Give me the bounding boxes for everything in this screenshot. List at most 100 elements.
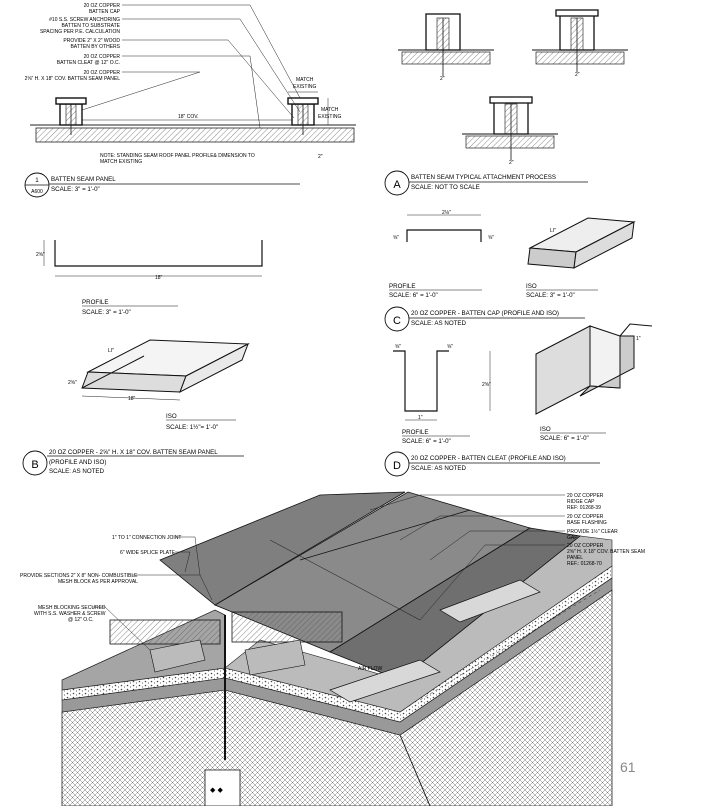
- ridge-seam-line: [299, 509, 471, 561]
- profile-height-label: 2⅝": [36, 252, 45, 258]
- detail-d-bubble: [384, 451, 410, 477]
- callout-line-5: SPACING PER P.E. CALCULATION: [40, 29, 120, 35]
- detail-1-batten-seam-panel: 18" COV. MATCH EXISTING MATCH EXISTING 2…: [24, 3, 356, 198]
- detail-c-profile-label: PROFILE: [389, 283, 415, 290]
- detail-1-callouts: 20 OZ COPPER BATTEN CAP #10 S.S. SCREW A…: [25, 3, 121, 82]
- support-bolt-icon: ◆ ◆: [210, 785, 224, 794]
- callout-line-2: BATTEN CAP: [89, 9, 121, 15]
- detail-c-iso-scale: SCALE: 3" = 1'-0": [526, 292, 575, 299]
- detail-b-profile-label: PROFILE: [82, 299, 108, 306]
- cleat-profile-shape: [393, 350, 449, 412]
- iso-callout-right-8: 20 OZ COPPER: [567, 543, 604, 549]
- mesh-block-right: [244, 639, 306, 676]
- panel-seam-line: [269, 539, 421, 621]
- iso-callout-right-7: GAP: [567, 535, 578, 541]
- attachment-step-3: [462, 96, 558, 160]
- ridge-cap-side: [329, 527, 581, 681]
- callout-line-8: 20 OZ COPPER: [84, 54, 121, 60]
- detail-1-sheet-ref: A600: [31, 189, 43, 195]
- profile-width-label: 18": [155, 275, 163, 281]
- detail-d-letter: D: [393, 460, 401, 472]
- iso-callout-left-5: MESH BLOCKING SECURED: [38, 605, 106, 611]
- iso-callout-right-3: REF: 01268-39: [567, 505, 601, 511]
- batten-block-1: [439, 579, 541, 623]
- detail-a-bubble: [384, 170, 410, 196]
- detail-c-bubble: [384, 306, 410, 332]
- match-existing-2b: EXISTING: [318, 114, 341, 120]
- panel-profile-shape: [54, 240, 263, 267]
- detail-c-profile-scale: SCALE: 6" = 1'-0": [389, 292, 438, 299]
- iso-callout-left-4: MESH BLOCK AS PER APPROVAL: [58, 579, 138, 585]
- detail-c-letter: C: [393, 315, 401, 327]
- attachment-step-2: [532, 9, 628, 72]
- detail-b-letter: B: [31, 459, 38, 471]
- cleat-iso-shape: [535, 323, 653, 415]
- detail-1-leaders: [81, 4, 301, 129]
- left-batten: [55, 97, 87, 135]
- cov-dim: 18" COV.: [178, 114, 199, 120]
- cap-profile-shape: [406, 229, 482, 242]
- iso-callout-right-6: PROVIDE 1½" CLEAR: [567, 528, 618, 535]
- detail-b-iso-scale: SCALE: 1½"= 1'-0": [166, 424, 218, 431]
- callout-line-3: #10 S.S. SCREW ANCHORING: [49, 17, 120, 23]
- detail-c-scale: SCALE: AS NOTED: [411, 320, 467, 327]
- cap-leg-left: ⅝": [393, 235, 399, 241]
- detail-a-letter: A: [393, 179, 401, 191]
- iso-left-callouts: 1" TO 1" CONNECTION JOINT 6" WIDE SPLICE…: [20, 535, 182, 623]
- iso-left-leaders: [92, 536, 213, 651]
- detail-c-title: 20 OZ COPPER - BATTEN CAP (PROFILE AND I…: [411, 310, 559, 317]
- ridge-section-left: [109, 619, 221, 645]
- cleat-width-label: 1": [418, 415, 423, 421]
- air-flow-label: AIR FLOW: [358, 666, 382, 672]
- iso-height-label: 2⅝": [68, 380, 77, 386]
- callout-line-6: PROVIDE 2" X 2" WOOD: [63, 38, 120, 44]
- detail-c-iso-label: ISO: [526, 283, 537, 290]
- cleat-iso-dim: 1": [636, 336, 641, 342]
- iso-right-leaders: [369, 494, 565, 621]
- callout-line-11: 2⅝" H. X 18" COV. BATTEN SEAM PANEL: [25, 76, 121, 82]
- cap-width-label: 2⅛": [442, 210, 451, 216]
- detail-1-title: BATTEN SEAM PANEL: [51, 176, 116, 183]
- ridge-section-right: [231, 611, 343, 643]
- detail-d-iso-label: ISO: [540, 426, 551, 433]
- detail-a-attachment-process: 2" 2" 2" A BATTEN SEAM TYPICAL ATTACHMEN…: [384, 9, 628, 196]
- cleat-flange-right: ⅝": [447, 344, 453, 350]
- detail-d-profile-label: PROFILE: [402, 429, 428, 436]
- cap-iso-shape: [527, 217, 636, 269]
- detail-d-title: 20 OZ COPPER - BATTEN CLEAT (PROFILE AND…: [411, 455, 566, 462]
- panel-iso-shape: [81, 339, 250, 394]
- step-2-dim: 2": [575, 72, 580, 78]
- detail-1-scale: SCALE: 3" = 1'-0": [51, 186, 100, 193]
- callout-line-4: BATTEN TO SUBSTRATE: [61, 23, 120, 29]
- detail-a-scale: SCALE: NOT TO SCALE: [411, 184, 480, 191]
- iso-callout-right-4: 20 OZ COPPER: [567, 514, 604, 520]
- iso-callout-right-9: 2⅝" H. X 18" COV. BATTEN SEAM: [567, 549, 645, 555]
- roof-isometric-view: ◆ ◆ AIR FLOW 1" TO 1" CONNECTION JOINT 6…: [20, 491, 645, 806]
- detail-b-profile-scale: SCALE: 3" = 1'-0": [82, 309, 131, 316]
- step-3-dim: 2": [509, 160, 514, 166]
- iso-callout-left-3: PROVIDE SECTIONS 2" X 8" NON- COMBUSTIBL…: [20, 573, 138, 579]
- cap-iso-length: LI": [550, 228, 556, 234]
- iso-length-label: LI": [108, 348, 114, 354]
- detail-d-scale: SCALE: AS NOTED: [411, 465, 467, 472]
- cap-leg-right: ⅝": [488, 235, 494, 241]
- detail-b-iso-label: ISO: [166, 413, 177, 420]
- attachment-step-1: [398, 13, 494, 76]
- mesh-block-left: [149, 639, 206, 673]
- substrate-hatch: [35, 127, 355, 143]
- callout-line-10: 20 OZ COPPER: [84, 70, 121, 76]
- iso-width-label: 18": [128, 396, 136, 402]
- detail-b-subtitle: (PROFILE AND ISO): [49, 459, 106, 466]
- detail-d-iso-scale: SCALE: 6" = 1'-0": [540, 435, 589, 442]
- step-1-dim: 2": [440, 76, 445, 82]
- right-batten: [287, 97, 319, 135]
- detail-b-bubble: [22, 450, 48, 476]
- detail-b-title: 20 OZ COPPER - 2⅝" H. X 18" COV. BATTEN …: [49, 449, 218, 456]
- iso-callout-right-10: PANEL: [567, 555, 583, 561]
- match-existing-2a: MATCH: [321, 107, 339, 113]
- callout-line-7: BATTEN BY OTHERS: [70, 44, 120, 50]
- match-existing-1a: MATCH: [296, 77, 314, 83]
- callout-line-1: 20 OZ COPPER: [84, 3, 121, 9]
